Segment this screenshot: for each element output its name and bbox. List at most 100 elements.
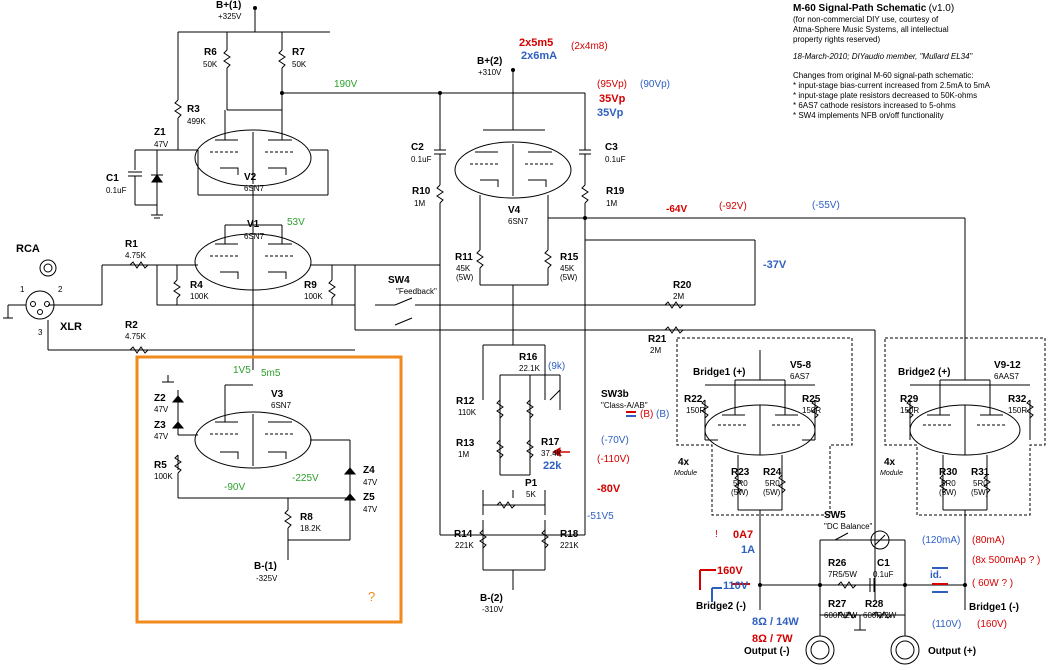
- v4-value: 6SN7: [508, 217, 529, 226]
- sw3b-desc: "Class-A/AB": [601, 401, 648, 410]
- module1-count: 4x: [678, 457, 690, 468]
- r2-value: 4.75K: [125, 332, 146, 341]
- note-160v: 160V: [717, 565, 743, 577]
- sw4-name: SW4: [388, 275, 410, 286]
- note-1v5: 1V5: [233, 365, 251, 376]
- note-120ma: (120mA): [922, 535, 961, 546]
- z1-name: Z1: [154, 127, 166, 138]
- r30-name: R30: [939, 467, 958, 478]
- v3-value: 6SN7: [271, 401, 292, 410]
- r27-name: R27: [828, 599, 847, 610]
- z2-name: Z2: [154, 393, 166, 404]
- r24-value: 5R0: [765, 479, 780, 488]
- bminus1-label: B-(1): [254, 561, 277, 572]
- note-minus92v: (-92V): [719, 201, 747, 212]
- xlr-pin3: 3: [38, 328, 43, 337]
- change-item: * input-stage plate resistors decreased …: [793, 91, 978, 100]
- r18-value: 221K: [560, 541, 579, 550]
- r31-rating: (5W): [971, 488, 989, 497]
- module1-label: Module: [674, 470, 697, 477]
- r20-name: R20: [673, 280, 692, 291]
- note-minus70v: (-70V): [601, 435, 629, 446]
- r16-value: 22.1K: [519, 364, 540, 373]
- r30-rating: (5W): [939, 488, 957, 497]
- r11-value: 45K: [456, 264, 471, 273]
- r23-rating: (5W): [731, 488, 749, 497]
- r11-name: R11: [455, 252, 473, 263]
- note-minus225v: -225V: [292, 473, 319, 484]
- rca-label: RCA: [16, 243, 40, 255]
- r15-value: 45K: [560, 264, 575, 273]
- v912-name: V9-12: [994, 360, 1021, 371]
- r18-name: R18: [560, 529, 579, 540]
- note-b-red: (B): [640, 409, 654, 420]
- r12-value: 110K: [458, 408, 477, 417]
- note-60w: ( 60W ? ): [972, 578, 1014, 589]
- r5-name: R5: [154, 460, 167, 471]
- c2-value: 0.1uF: [411, 155, 432, 164]
- v1-value: 6SN7: [244, 232, 265, 241]
- v3-name: V3: [271, 389, 284, 400]
- r2-name: R2: [125, 320, 138, 331]
- r21-value: 2M: [650, 346, 662, 355]
- v58-value: 6AS7: [790, 372, 810, 381]
- note-8ohm-7w: 8Ω / 7W: [752, 633, 793, 645]
- note-question: ?: [368, 589, 376, 604]
- note-95vp: (95Vp): [597, 79, 628, 90]
- note-190v: 190V: [334, 79, 358, 90]
- v58-name: V5-8: [790, 360, 812, 371]
- note-5m5: 5m5: [261, 368, 281, 379]
- bridge2-minus: Bridge2 (-): [696, 601, 746, 612]
- z3-value: 47V: [154, 432, 169, 441]
- c2-name: C2: [411, 142, 424, 153]
- r7-value: 50K: [292, 60, 307, 69]
- xlr-pin2: 2: [58, 285, 63, 294]
- sw5-desc: "DC Balance": [824, 522, 873, 531]
- bridge1-plus: Bridge1 (+): [693, 367, 746, 378]
- r8-value: 18.2K: [300, 524, 321, 533]
- credit-line-1: (for non-commercial DIY use, courtesy of: [793, 15, 939, 24]
- r4-name: R4: [190, 280, 203, 291]
- r11-rating: (5W): [456, 273, 474, 282]
- r12-name: R12: [456, 396, 475, 407]
- note-8x500map: (8x 500mAp ? ): [972, 555, 1041, 566]
- r27-value: 600R/2W: [824, 611, 858, 620]
- r31-value: 5R0: [973, 479, 988, 488]
- r1-name: R1: [125, 239, 138, 250]
- r20-value: 2M: [673, 292, 685, 301]
- note-35vp-red: 35Vp: [599, 93, 626, 105]
- note-2x6ma: 2x6mA: [521, 50, 558, 62]
- note-9k: (9k): [548, 361, 566, 372]
- sw5-name: SW5: [824, 510, 846, 521]
- note-2x5m5: 2x5m5: [519, 37, 554, 49]
- c1b-name: C1: [877, 558, 890, 569]
- note-minus110v: (-110V): [597, 454, 630, 465]
- output-plus: Output (+): [928, 646, 977, 657]
- module2-label: Module: [880, 470, 903, 477]
- credit-line-3: property rights reserved): [793, 35, 881, 44]
- change-item: * SW4 implements NFB on/off functionalit…: [793, 111, 944, 120]
- note-1a: 1A: [741, 544, 756, 556]
- note-tick: !: [715, 529, 718, 540]
- r28-value: 600R/2W: [863, 611, 897, 620]
- r22-value: 150R: [686, 406, 706, 415]
- r22-name: R22: [684, 394, 703, 405]
- xlr-pin1: 1: [20, 285, 25, 294]
- c1a-value: 0.1uF: [106, 186, 127, 195]
- bplus2-voltage: +310V: [478, 68, 502, 77]
- z2-value: 47V: [154, 405, 169, 414]
- note-35vp-blue: 35Vp: [597, 107, 624, 119]
- r25-value: 150R: [802, 406, 822, 415]
- note-80ma: (80mA): [972, 535, 1005, 546]
- note-8ohm-14w: 8Ω / 14W: [752, 616, 799, 628]
- r17-name: R17: [541, 437, 560, 448]
- bminus1-voltage: -325V: [256, 574, 278, 583]
- note-minus37v: -37V: [763, 259, 787, 271]
- r29-name: R29: [900, 394, 919, 405]
- z1-value: 47V: [154, 140, 169, 149]
- date-line: 18-March-2010; DIYaudio member, "Mullard…: [793, 52, 973, 61]
- note-53v: 53V: [287, 217, 305, 228]
- r10-value: 1M: [414, 199, 426, 208]
- r29-value: 150R: [900, 406, 920, 415]
